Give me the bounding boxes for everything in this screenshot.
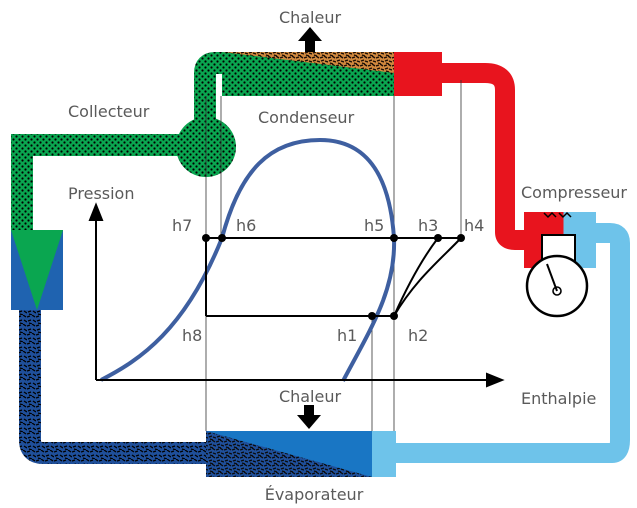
collector-label: Collecteur xyxy=(68,102,150,121)
condenser xyxy=(222,52,442,96)
liquid-pipe xyxy=(10,52,223,232)
heat-arrow-down-icon xyxy=(297,405,321,429)
y-axis-label: Pression xyxy=(68,184,134,203)
axes xyxy=(88,202,505,388)
compressor xyxy=(524,211,596,318)
evaporator-label: Évaporateur xyxy=(265,485,364,504)
point-h7: h7 xyxy=(172,216,192,235)
point-h4: h4 xyxy=(464,216,484,235)
cycle xyxy=(205,237,462,317)
point-h6: h6 xyxy=(236,216,256,235)
point-h5: h5 xyxy=(364,216,384,235)
expansion-valve xyxy=(11,230,63,310)
heat-top-label: Chaleur xyxy=(279,8,342,27)
reference-lines xyxy=(205,80,462,431)
heat-bottom-label: Chaleur xyxy=(279,387,342,406)
point-h8: h8 xyxy=(182,326,202,345)
heat-arrow-up-icon xyxy=(298,27,322,52)
compressor-label: Compresseur xyxy=(521,183,627,202)
condenser-label: Condenseur xyxy=(258,108,355,127)
point-h1: h1 xyxy=(337,326,357,345)
saturation-curve xyxy=(100,137,397,382)
x-axis-label: Enthalpie xyxy=(521,389,596,408)
low-pressure-pipe xyxy=(19,308,206,464)
discharge-pipe xyxy=(440,63,528,250)
point-h2: h2 xyxy=(408,326,428,345)
cycle-points xyxy=(202,234,465,320)
point-h3: h3 xyxy=(418,216,438,235)
evaporator xyxy=(206,431,396,477)
suction-pipe xyxy=(395,223,630,463)
